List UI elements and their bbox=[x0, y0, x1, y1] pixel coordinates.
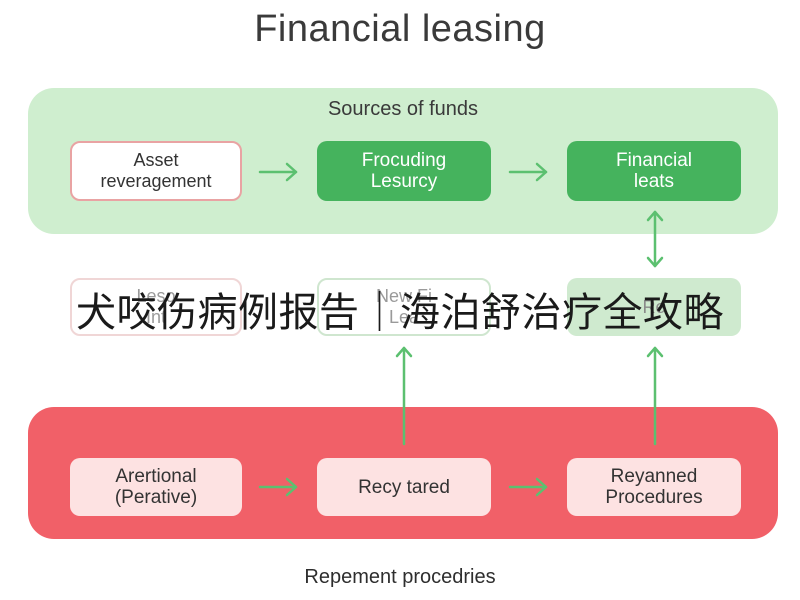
double-arrow-financial-middle bbox=[646, 210, 664, 268]
arrow-operational-to-recy bbox=[258, 477, 298, 497]
operational-box: Arertional (Perative) bbox=[70, 458, 242, 516]
arrow-leasing-to-financial bbox=[508, 162, 548, 182]
overlay-banner-text: 犬咬伤病例报告｜海泊舒治疗全攻略 bbox=[76, 290, 724, 336]
asset-box: Asset reveragement bbox=[70, 141, 242, 201]
financial-leats-box: Financial leats bbox=[567, 141, 741, 201]
arrow-recy-to-procedures bbox=[508, 477, 548, 497]
leasing-company-box: Frocuding Lesurcy bbox=[317, 141, 491, 201]
arrow-procedures-up bbox=[646, 346, 664, 446]
middle-right-box: Re bbox=[567, 278, 741, 336]
arrow-recy-up bbox=[395, 346, 413, 446]
sources-of-funds-label: Sources of funds bbox=[327, 98, 479, 120]
repayment-procedures-label: Repement procedries bbox=[304, 566, 496, 588]
recy-tared-box: Recy tared bbox=[317, 458, 491, 516]
middle-left-box: Leso Int bbox=[70, 278, 242, 336]
procedures-box: Reyanned Procedures bbox=[567, 458, 741, 516]
arrow-asset-to-leasing bbox=[258, 162, 298, 182]
diagram-title: Financial leasing bbox=[254, 8, 546, 50]
middle-center-box: New Fi Lea bbox=[317, 278, 491, 336]
